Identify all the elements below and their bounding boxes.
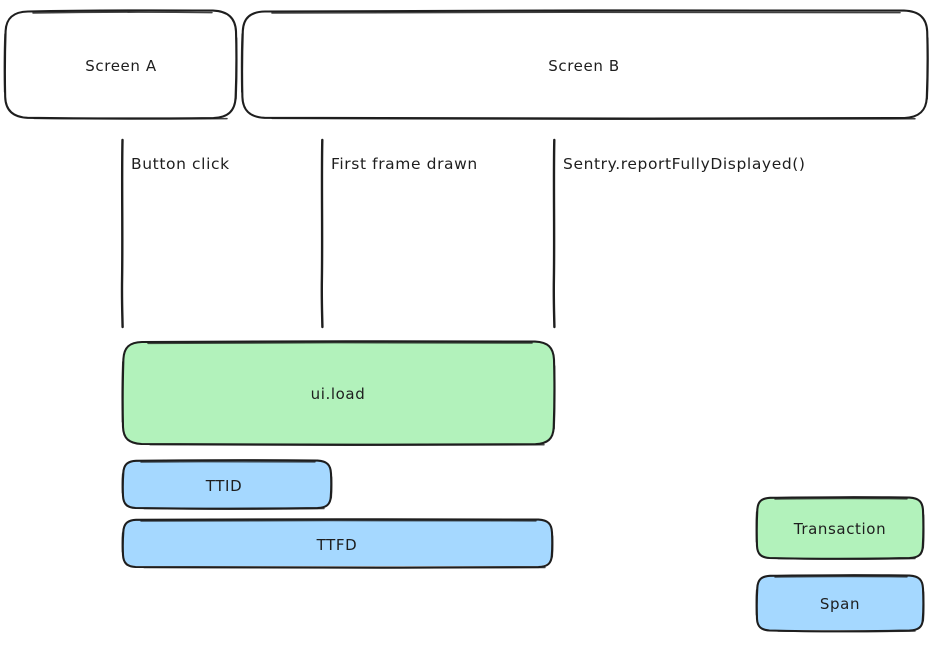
screen-box-a[interactable]: Screen A xyxy=(3,9,238,120)
marker-button-click-label: Button click xyxy=(131,155,230,173)
legend-transaction-outline-second-pass xyxy=(755,497,925,560)
bar-ui-load-outline-second-pass xyxy=(121,341,556,447)
marker-report-fully-displayed[interactable]: Sentry.reportFullyDisplayed() xyxy=(552,138,806,329)
bar-ttid-fill xyxy=(123,460,331,508)
marker-button-click[interactable]: Button click xyxy=(120,138,230,329)
marker-first-frame-drawn-line xyxy=(320,138,324,329)
legend-span-fill xyxy=(757,575,923,630)
bar-ttid-label: TTID xyxy=(205,477,242,495)
marker-first-frame-drawn-label: First frame drawn xyxy=(331,155,478,173)
marker-report-fully-displayed-line xyxy=(552,138,556,329)
bar-ttfd-outline-second-pass xyxy=(121,519,554,569)
legend-span-label: Span xyxy=(820,595,860,613)
legend-transaction-fill xyxy=(757,497,923,558)
screen-box-b[interactable]: Screen B xyxy=(240,9,929,121)
marker-report-fully-displayed-label: Sentry.reportFullyDisplayed() xyxy=(563,155,806,173)
legend-item-span[interactable]: Span xyxy=(755,574,925,633)
screen-a-label: Screen A xyxy=(85,57,157,75)
marker-button-click-line xyxy=(120,138,124,329)
screen-b-outline xyxy=(241,9,929,120)
bar-ttfd[interactable]: TTFD xyxy=(121,518,554,569)
screen-a-fill xyxy=(5,10,236,118)
screen-a-outline-second-pass xyxy=(3,11,238,120)
legend-span-outline-second-pass xyxy=(755,575,925,633)
bar-ttfd-label: TTFD xyxy=(316,536,358,554)
legend-item-transaction[interactable]: Transaction xyxy=(755,496,925,560)
marker-first-frame-drawn[interactable]: First frame drawn xyxy=(320,138,478,329)
bar-ui-load-label: ui.load xyxy=(311,385,366,403)
bar-ttid-outline-second-pass xyxy=(121,460,333,510)
bar-ui-load[interactable]: ui.load xyxy=(121,340,556,447)
screen-b-label: Screen B xyxy=(548,57,619,75)
legend-transaction-label: Transaction xyxy=(793,520,886,538)
screen-b-fill xyxy=(242,10,927,118)
bar-ttfd-fill xyxy=(123,519,552,566)
bar-ttid[interactable]: TTID xyxy=(121,459,333,510)
screen-b-outline-second-pass xyxy=(240,11,929,121)
bar-ui-load-fill xyxy=(123,341,554,444)
